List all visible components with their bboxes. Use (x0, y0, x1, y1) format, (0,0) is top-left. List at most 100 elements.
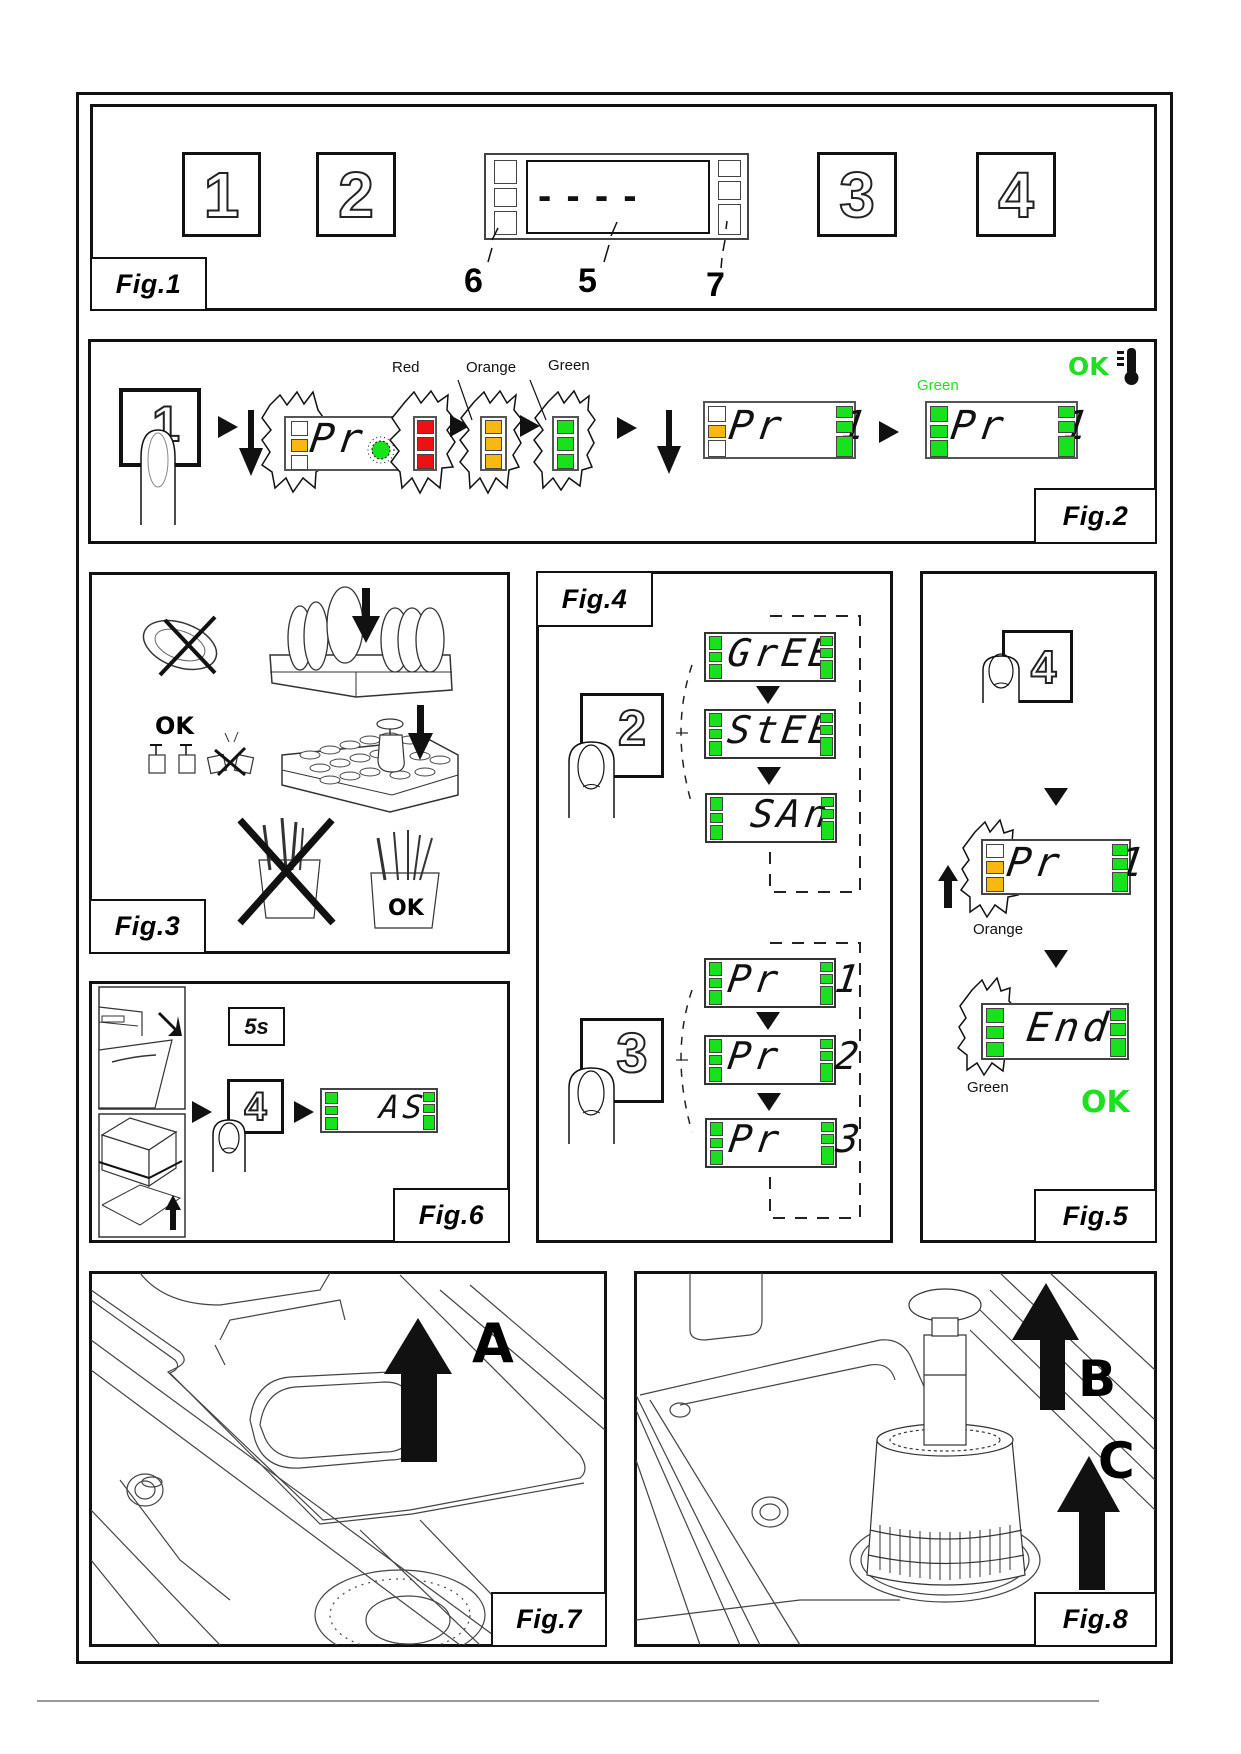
led-left-2 (709, 1055, 722, 1065)
arrow-down-icon (756, 686, 780, 704)
arrow-down-icon (239, 410, 263, 476)
ok-indicator: OK (1081, 1085, 1130, 1120)
fig7-label: Fig.7 (491, 1592, 607, 1647)
arrow-right-icon (218, 416, 238, 438)
finger-press-icon (982, 653, 1020, 703)
led-left-3 (325, 1117, 338, 1130)
led-right-1 (820, 962, 833, 972)
page-frame (76, 92, 1173, 1664)
arrow-up-icon (938, 865, 958, 908)
led-right-3 (821, 821, 834, 840)
display-program-1: Pr 1 (704, 957, 865, 1008)
arrow-up-icon (384, 1318, 452, 1462)
display-mode-gree: GrEE (704, 631, 839, 682)
led-green-1 (557, 420, 574, 434)
led-left-3 (709, 664, 722, 679)
display-program-2: Pr 2 (704, 1034, 865, 1085)
fig1-label: Fig.1 (90, 257, 207, 311)
led-red-1 (417, 420, 434, 434)
fig4-label: Fig.4 (536, 571, 653, 627)
led-left-2 (709, 729, 722, 739)
display-text: End (1023, 1005, 1115, 1051)
label-red: Red (392, 359, 420, 376)
control-button-4[interactable]: 4 (976, 152, 1056, 237)
rack-lift-icon (98, 1117, 183, 1230)
led-right-3 (836, 436, 853, 457)
led-orange-1 (485, 420, 502, 434)
led-left-1 (986, 844, 1004, 858)
display-dashes: - - - - (538, 174, 639, 218)
arrow-label-a: A (472, 1312, 514, 1375)
fig6-button-4-label: 4 (243, 1084, 267, 1129)
display-mode-san: SAn (705, 792, 837, 843)
fig2-label: Fig.2 (1034, 488, 1157, 544)
led-left-3 (709, 990, 722, 1005)
strainer-filter-icon (866, 1288, 1026, 1586)
led-right-1 (821, 1122, 834, 1132)
arrow-label-b: B (1078, 1350, 1117, 1408)
fig2-display-final: Pr 1 (925, 401, 1095, 459)
control-button-1[interactable]: 1 (182, 152, 261, 237)
led-left-3 (710, 1150, 723, 1165)
led-right-1 (423, 1092, 435, 1102)
led-left-2 (986, 1026, 1004, 1039)
glass-rack-icon (281, 705, 459, 813)
right-indicator-mid (718, 181, 741, 200)
led-right-2 (423, 1104, 435, 1113)
led-right-3 (1110, 1038, 1126, 1057)
led-left-2 (710, 813, 723, 823)
led-right-1 (821, 797, 834, 807)
label-green: Green (548, 357, 590, 374)
led-right-1 (820, 713, 833, 723)
arrow-down-icon (657, 410, 681, 474)
fig1-leader-lines (487, 220, 728, 269)
led-orange-3 (485, 454, 502, 469)
led-left-2 (710, 1138, 723, 1148)
timer-badge: 5s (228, 1007, 285, 1046)
finger-press-icon (212, 1119, 246, 1172)
control-button-3[interactable]: 3 (817, 152, 897, 237)
led-left-1 (710, 1122, 723, 1136)
fig3-label: Fig.3 (89, 899, 206, 954)
fig7-panel (89, 1271, 607, 1647)
led-right-3 (821, 1146, 834, 1165)
fig4-button-2-label: 2 (617, 699, 647, 756)
led-right-1 (1110, 1008, 1126, 1021)
fig6-display-as: AS (320, 1088, 438, 1133)
fig5-display-program: Pr 1 (981, 839, 1151, 895)
led-right-3 (820, 737, 833, 756)
led-orange-2 (485, 437, 502, 451)
arrow-right-icon (520, 415, 540, 437)
finger-press-icon (568, 1067, 615, 1144)
right-indicator-bottom (718, 204, 741, 235)
fig1-display-panel: - - - - (484, 153, 749, 240)
led-right-3 (423, 1115, 435, 1130)
button-3-label: 3 (838, 158, 876, 231)
label-orange: Orange (973, 921, 1024, 938)
led-left-1 (325, 1092, 338, 1104)
control-button-2[interactable]: 2 (316, 152, 396, 237)
led-red-2 (417, 437, 434, 451)
led-right-3 (1112, 872, 1128, 892)
arrow-right-icon (192, 1101, 212, 1123)
led-red-3 (417, 454, 434, 469)
left-indicator-top (494, 160, 517, 184)
button-2-label: 2 (337, 158, 375, 231)
led-right-1 (1112, 844, 1128, 856)
led-left-3 (709, 1067, 722, 1082)
arrow-up-icon (1012, 1283, 1079, 1410)
arrow-right-icon (294, 1101, 314, 1123)
plate-flat-not-allowed-icon (142, 615, 218, 677)
cutlery-flat-not-allowed-icon (237, 817, 336, 926)
cutlery-upright-ok-icon (370, 830, 440, 929)
ok-label-glasses: OK (155, 712, 194, 740)
glasses-upside-down-ok-icon (148, 744, 196, 774)
led-green-2 (557, 437, 574, 451)
arrow-up-icon (1057, 1456, 1120, 1590)
door-and-rack-illustration (98, 986, 186, 1238)
loading-instructions-illustration (142, 586, 459, 929)
callout-7: 7 (706, 266, 725, 304)
cycle-bracket-a (676, 615, 861, 893)
led-right-3 (1058, 436, 1075, 457)
display-text: AS (377, 1088, 430, 1126)
